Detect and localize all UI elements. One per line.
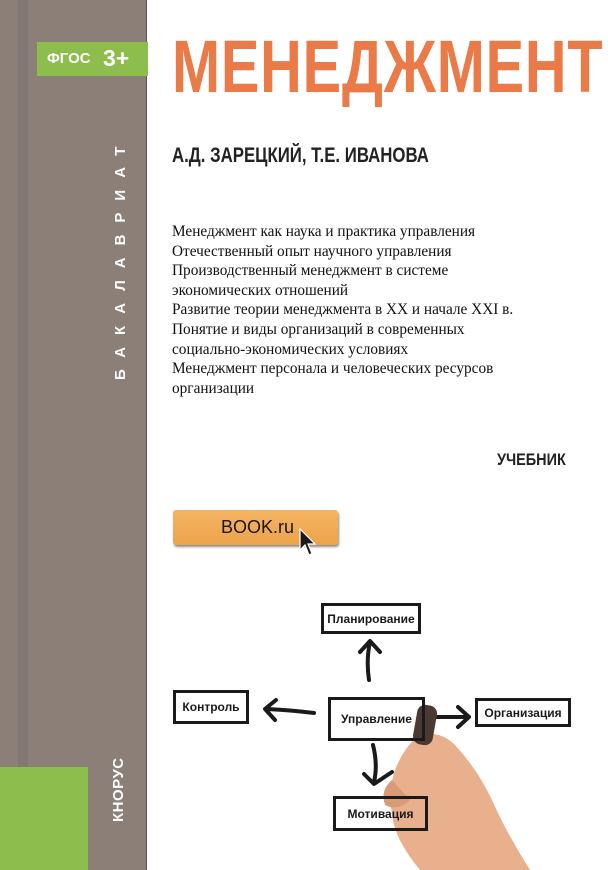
topic-line: Понятие и виды организаций в современных — [172, 320, 465, 338]
box-management: Управление — [328, 697, 425, 741]
arrow-up-icon — [358, 639, 382, 682]
topic-line: Менеджмент персонала и человеческих ресу… — [172, 360, 494, 378]
arrow-left-icon — [263, 698, 316, 722]
fgos-badge: ФГОС 3+ — [37, 42, 148, 76]
topic-line: Производственный менеджмент в системе — [172, 262, 449, 280]
spine-shade — [18, 0, 28, 870]
topics-list: Менеджмент как наука и практика управлен… — [172, 222, 513, 398]
topic-line: экономических отношений — [172, 281, 349, 299]
box-planning: Планирование — [321, 603, 421, 634]
book-authors: А.Д. ЗАРЕЦКИЙ, Т.Е. ИВАНОВА — [172, 144, 429, 167]
box-motivation: Мотивация — [333, 796, 428, 831]
hand-illustration — [383, 704, 530, 870]
fgos-label: ФГОС — [47, 50, 91, 67]
topic-line: социально-экономических условиях — [172, 340, 409, 358]
book-spine — [0, 0, 147, 870]
green-block — [0, 767, 88, 870]
arrow-down-icon — [362, 743, 394, 786]
book-title: МЕНЕДЖМЕНТ — [172, 25, 604, 108]
topic-line: Отечественный опыт научного управления — [172, 242, 452, 260]
book-ru-label: BOOK.ru — [221, 517, 295, 537]
fgos-version: 3+ — [103, 45, 130, 71]
topic-line: Развитие теории менеджмента в XX и начал… — [172, 301, 514, 319]
topic-line: организации — [172, 379, 255, 397]
box-control: Контроль — [173, 690, 249, 724]
book-ru-button[interactable]: BOOK.ru — [173, 510, 338, 545]
book-kind: УЧЕБНИК — [497, 450, 566, 469]
mouse-cursor-icon — [299, 528, 317, 556]
topic-line: Менеджмент как наука и практика управлен… — [172, 223, 476, 240]
box-organization: Организация — [475, 698, 571, 727]
